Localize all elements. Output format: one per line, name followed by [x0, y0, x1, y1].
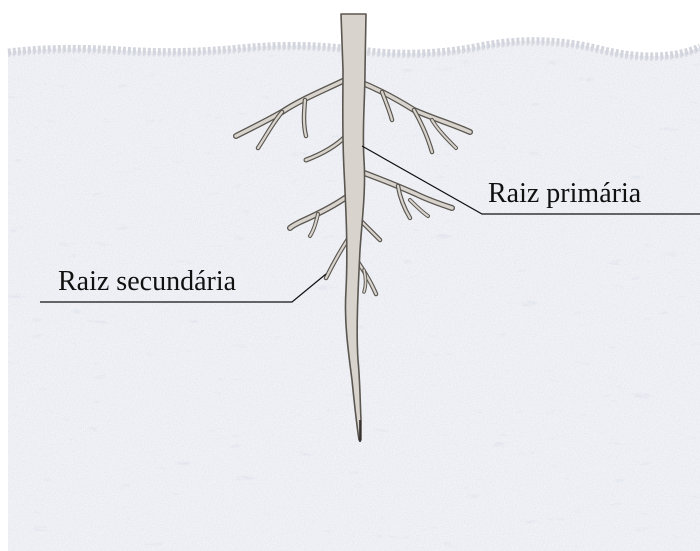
secondary-root-label: Raiz secundária	[58, 268, 236, 296]
primary-root-label: Raiz primária	[488, 180, 641, 208]
